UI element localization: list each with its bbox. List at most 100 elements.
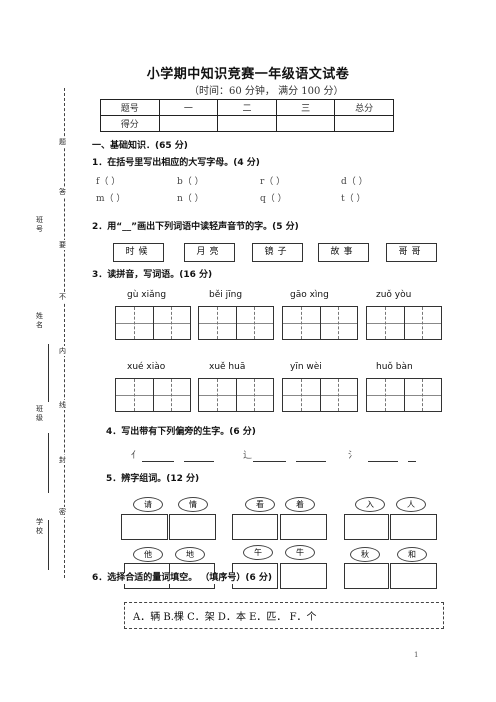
- writing-grid[interactable]: [115, 306, 191, 340]
- writing-grid[interactable]: [115, 378, 191, 412]
- pinyin-label: gāo xìng: [290, 290, 329, 300]
- binding-label: 题: [59, 137, 66, 147]
- class-write-line[interactable]: [48, 433, 49, 493]
- pinyin-label: yīn wèi: [290, 362, 322, 372]
- score-table-score-row: 得分: [100, 115, 394, 132]
- question-2: 2．用“__”画出下列词语中读轻声音节的字。(5 分): [92, 222, 299, 232]
- q1-item[interactable]: f（ ）: [96, 177, 121, 187]
- char-oval: 情: [178, 497, 208, 512]
- field-label-school: 学校: [36, 518, 43, 535]
- char-oval: 他: [133, 547, 163, 562]
- answer-blank[interactable]: [408, 460, 416, 462]
- school-write-line[interactable]: [48, 520, 49, 570]
- answer-box[interactable]: [169, 514, 216, 540]
- page-subtitle: （时间：60 分钟， 满分 100 分）: [189, 86, 344, 97]
- q1-item[interactable]: q（ ）: [260, 194, 287, 204]
- pinyin-label: huǒ bàn: [376, 362, 413, 372]
- answer-box[interactable]: [121, 514, 168, 540]
- char-oval: 入: [355, 497, 385, 512]
- q2-word-box[interactable]: 故事: [318, 243, 369, 262]
- char-oval: 看: [245, 497, 275, 512]
- answer-box[interactable]: [390, 563, 437, 589]
- q1-item[interactable]: m（ ）: [96, 194, 126, 204]
- score-table: 题号 一 二 三 总分 得分: [100, 99, 394, 132]
- question-6: 6．选择合适的量词填空。 （填序号）(6 分): [92, 573, 276, 584]
- writing-grid[interactable]: [366, 378, 442, 412]
- char-oval: 秋: [350, 547, 380, 562]
- score-header-cell: 一: [158, 99, 219, 116]
- measure-word-options-box: A．辆 B.棵 C．架 D．本 E．匹． F．个: [124, 602, 444, 629]
- radical-label: 氵: [348, 451, 358, 461]
- q2-word-box[interactable]: 时候: [113, 243, 164, 262]
- q1-item[interactable]: d（ ）: [341, 177, 368, 187]
- score-input-cell[interactable]: [158, 115, 219, 132]
- radical-label: 亻: [131, 451, 141, 461]
- binding-label: 内: [59, 346, 66, 356]
- writing-grid[interactable]: [282, 306, 358, 340]
- answer-box[interactable]: [232, 514, 278, 540]
- score-input-cell[interactable]: [275, 115, 336, 132]
- char-oval: 牛: [285, 545, 315, 560]
- score-header-cell: 题号: [100, 99, 160, 116]
- page-title: 小学期中知识竞赛一年级语文试卷: [146, 67, 350, 82]
- binding-dashed-line: [64, 88, 65, 578]
- q1-item[interactable]: t（ ）: [341, 194, 366, 204]
- char-oval: 午: [243, 545, 273, 560]
- q2-word-box[interactable]: 镜子: [252, 243, 303, 262]
- field-label-class: 班级: [36, 405, 43, 422]
- question-3: 3．读拼音，写词语。(16 分): [92, 270, 213, 280]
- q1-item[interactable]: n（ ）: [177, 194, 204, 204]
- score-header-cell: 三: [275, 99, 336, 116]
- section-heading: 一、基础知识．(65 分): [92, 141, 188, 151]
- answer-blank[interactable]: [296, 460, 326, 462]
- q2-word-box[interactable]: 哥哥: [386, 243, 437, 262]
- binding-label: 密: [59, 507, 66, 517]
- pinyin-label: xué xiào: [127, 362, 166, 372]
- answer-blank[interactable]: [253, 460, 286, 462]
- field-label-name: 姓名: [36, 312, 43, 329]
- char-oval: 请: [133, 497, 163, 512]
- answer-box[interactable]: [390, 514, 437, 540]
- answer-blank[interactable]: [184, 460, 214, 462]
- writing-grid[interactable]: [198, 306, 274, 340]
- pinyin-label: gù xiǎng: [127, 290, 167, 300]
- field-label-seat: 班号: [36, 216, 43, 233]
- answer-box[interactable]: [280, 563, 327, 589]
- answer-blank[interactable]: [368, 460, 398, 462]
- answer-box[interactable]: [344, 563, 389, 589]
- measure-word-options: A．辆 B.棵 C．架 D．本 E．匹． F．个: [133, 612, 317, 623]
- q1-item[interactable]: b（ ）: [177, 177, 204, 187]
- score-input-cell[interactable]: [217, 115, 277, 132]
- name-write-line[interactable]: [48, 344, 49, 402]
- char-oval: 人: [396, 497, 426, 512]
- score-row-label: 得分: [100, 115, 160, 132]
- binding-label: 不: [59, 292, 66, 302]
- writing-grid[interactable]: [366, 306, 442, 340]
- char-oval: 地: [175, 547, 205, 562]
- pinyin-label: zuǒ yòu: [376, 290, 412, 300]
- page-number: 1: [414, 651, 419, 659]
- radical-label: 辶: [243, 451, 253, 461]
- score-input-cell[interactable]: [334, 115, 394, 132]
- writing-grid[interactable]: [198, 378, 274, 412]
- binding-label: 线: [59, 400, 66, 410]
- score-header-cell: 二: [217, 99, 277, 116]
- pinyin-label: xuě huā: [209, 362, 246, 372]
- q1-item[interactable]: r（ ）: [260, 177, 286, 187]
- binding-label: 答: [59, 187, 66, 197]
- q2-word-box[interactable]: 月亮: [184, 243, 235, 262]
- binding-label: 封: [59, 455, 66, 465]
- score-header-cell: 总分: [334, 99, 394, 116]
- question-1: 1．在括号里写出相应的大写字母。(4 分): [92, 158, 260, 168]
- binding-label: 要: [59, 240, 66, 250]
- answer-blank[interactable]: [142, 460, 174, 462]
- char-oval: 着: [285, 497, 315, 512]
- question-4: 4．写出带有下列偏旁的生字。(6 分): [106, 427, 256, 437]
- score-table-header-row: 题号 一 二 三 总分: [100, 99, 394, 116]
- question-5: 5．辨字组词。(12 分): [106, 474, 200, 484]
- char-oval: 和: [397, 547, 427, 562]
- answer-box[interactable]: [280, 514, 327, 540]
- writing-grid[interactable]: [282, 378, 358, 412]
- answer-box[interactable]: [344, 514, 389, 540]
- pinyin-label: běi jīng: [209, 290, 243, 300]
